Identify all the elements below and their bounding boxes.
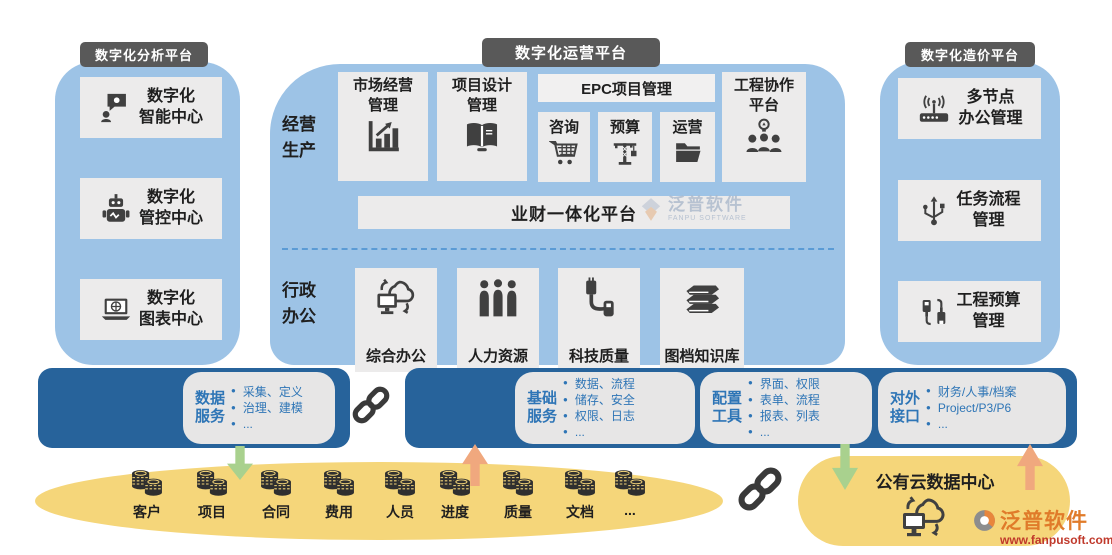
team-idea-icon	[744, 117, 784, 157]
chain-link-icon	[348, 382, 394, 428]
admin-box-tech-quality: 科技质量	[558, 268, 640, 372]
project-design-box: 项目设计管理	[437, 72, 527, 181]
cloud-monitor-icon	[896, 494, 952, 542]
coins-icon	[435, 468, 475, 500]
item-label: 数字化	[146, 289, 195, 307]
business-data-pool	[35, 462, 723, 540]
fanpu-watermark-icon	[638, 196, 664, 222]
external-interface-box: 对外接口 ●财务/人事/档案 ●Project/P3/P6 ●...	[878, 372, 1066, 444]
cloud-sync-monitor-icon	[373, 276, 419, 320]
data-service-box: 数据服务 ●采集、定义 ●治理、建模 ●...	[183, 372, 335, 444]
brand-url: www.fanpusoft.com	[1000, 533, 1112, 547]
bar-chart-icon	[364, 118, 402, 156]
data-item-personnel: 人员	[369, 468, 431, 522]
section-divider	[282, 248, 834, 250]
coins-icon	[498, 468, 538, 500]
engineering-collaboration-box: 工程协作平台	[722, 72, 806, 182]
cost-item-budget: 工程预算管理	[898, 281, 1041, 342]
cost-item-multinode: 多节点办公管理	[898, 78, 1041, 139]
market-management-box: 市场经营管理	[338, 72, 428, 181]
data-item-quality: 质量	[487, 468, 549, 522]
usb-cable-icon	[577, 276, 621, 320]
open-book-icon	[462, 118, 502, 156]
coins-icon	[380, 468, 420, 500]
operation-platform-header: 数字化运营平台	[482, 38, 660, 67]
data-item-progress: 进度	[424, 468, 486, 522]
data-item-document: 文档	[549, 468, 611, 522]
item-label: 数字化	[146, 87, 195, 105]
item-label: 管控中心	[138, 209, 203, 227]
coins-icon	[560, 468, 600, 500]
usb-plugs-icon	[918, 295, 950, 329]
data-item-expense: 费用	[308, 468, 370, 522]
item-label: 数字化	[146, 188, 195, 206]
data-item-more: ...	[599, 468, 661, 518]
coins-icon	[192, 468, 232, 500]
admin-box-hr: 人力资源	[457, 268, 539, 372]
folder-icon	[673, 137, 703, 167]
brand-name: 泛普软件	[1000, 510, 1088, 533]
admin-office-label: 行政 办公	[282, 281, 316, 326]
coins-icon	[256, 468, 296, 500]
coins-icon	[610, 468, 650, 500]
laptop-globe-icon	[99, 293, 133, 327]
coins-icon	[319, 468, 359, 500]
crane-icon	[610, 137, 640, 167]
usb-flow-icon	[918, 194, 950, 228]
public-cloud-label: 公有云数据中心	[875, 473, 995, 492]
admin-box-general-office: 综合办公	[355, 268, 437, 372]
fanpu-logo-icon	[972, 508, 997, 533]
epc-sub-operation: 运营	[660, 112, 715, 182]
finance-integration-bar: 业财一体化平台	[358, 196, 790, 229]
analysis-item-intelligence: 数字化智能中心	[80, 77, 222, 138]
analysis-item-chart-center: 数字化图表中心	[80, 279, 222, 340]
chain-link-icon	[733, 462, 787, 516]
cost-item-task-flow: 任务流程管理	[898, 180, 1041, 241]
analysis-platform-header: 数字化分析平台	[80, 42, 208, 67]
data-item-contract: 合同	[245, 468, 307, 522]
wifi-router-icon	[916, 92, 952, 126]
cart-icon	[549, 137, 579, 167]
coins-icon	[127, 468, 167, 500]
data-item-project: 项目	[181, 468, 243, 522]
epc-management-header: EPC项目管理	[538, 74, 715, 102]
admin-box-doc-knowledge: 图档知识库	[660, 268, 744, 372]
books-icon	[679, 276, 725, 320]
business-production-label: 经营 生产	[282, 115, 316, 160]
config-tools-box: 配置工具 ●界面、权限 ●表单、流程 ●报表、列表 ●...	[700, 372, 872, 444]
fanpu-brand: 泛普软件 www.fanpusoft.com	[972, 505, 1112, 547]
robot-icon	[99, 192, 133, 226]
people-icon	[475, 276, 521, 320]
epc-sub-consulting: 咨询	[538, 112, 590, 182]
item-label: 图表中心	[138, 310, 203, 328]
data-item-customer: 客户	[116, 468, 178, 522]
analysis-item-control: 数字化管控中心	[80, 178, 222, 239]
epc-sub-budget: 预算	[598, 112, 652, 182]
item-label: 智能中心	[138, 108, 203, 126]
basic-service-box: 基础服务 ●数据、流程 ●储存、安全 ●权限、日志 ●...	[515, 372, 695, 444]
chat-bulb-person-icon	[99, 91, 133, 125]
cost-platform-header: 数字化造价平台	[905, 42, 1035, 67]
